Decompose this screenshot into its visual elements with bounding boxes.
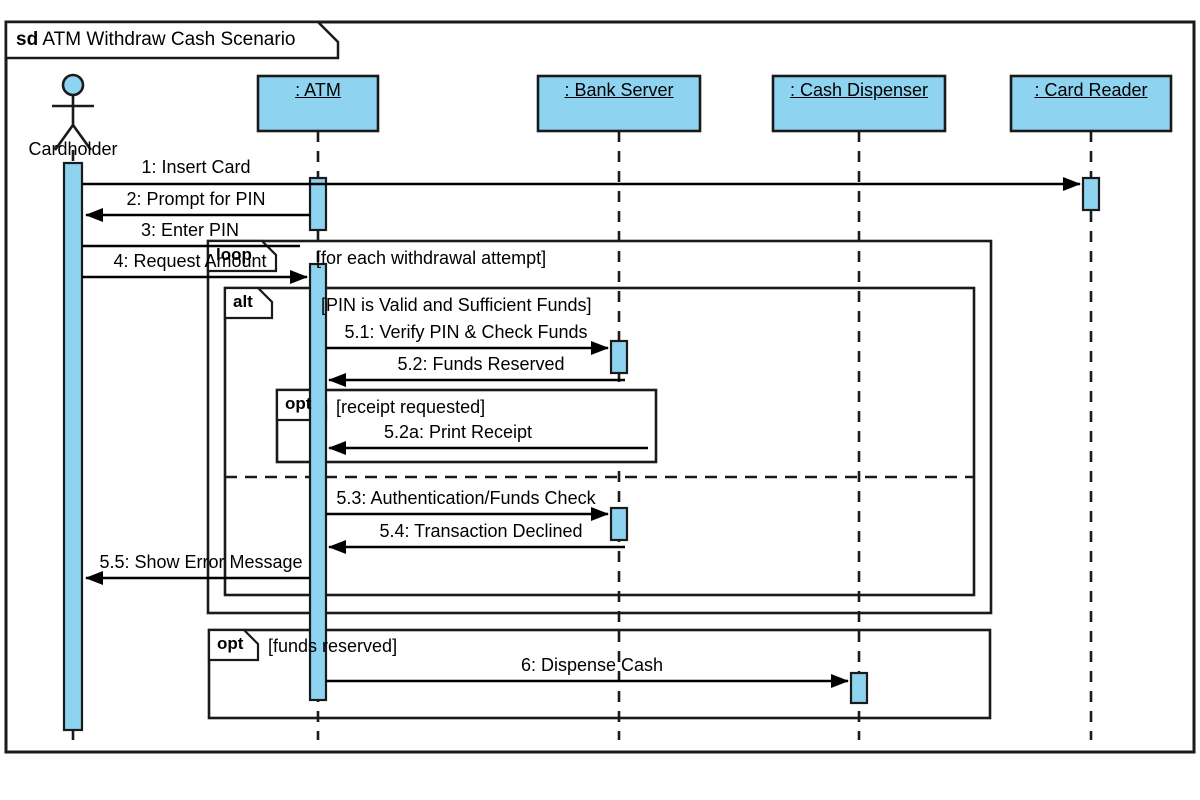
frame-kind-keyword: sd bbox=[16, 29, 39, 50]
lifeline-label-dispenser[interactable]: : Cash Dispenser bbox=[789, 80, 929, 100]
lifeline-label-bank[interactable]: : Bank Server bbox=[564, 80, 674, 100]
message-label-m52a: 5.2a: Print Receipt bbox=[383, 422, 533, 442]
fragment-loop-withdrawal bbox=[206, 239, 993, 615]
message-label-m53: 5.3: Authentication/Funds Check bbox=[336, 488, 596, 508]
message-label-m52: 5.2: Funds Reserved bbox=[397, 354, 565, 374]
fragment-guard-opt-dispense: [funds reserved] bbox=[268, 636, 398, 656]
activation-atm-2 bbox=[308, 262, 328, 702]
fragment-guard-loop: [for each withdrawal attempt] bbox=[316, 248, 547, 268]
fragment-operator-opt-receipt: opt bbox=[285, 394, 312, 413]
fragment-operator-alt: alt bbox=[233, 292, 253, 311]
activation-cardholder bbox=[62, 161, 84, 732]
actor-cardholder-figure bbox=[52, 73, 94, 151]
message-label-m3: 3: Enter PIN bbox=[140, 220, 240, 240]
fragment-operator-opt-dispense: opt bbox=[217, 634, 244, 653]
message-label-m55: 5.5: Show Error Message bbox=[99, 552, 303, 572]
activation-bank-2 bbox=[609, 506, 629, 542]
frame-title-text: ATM Withdraw Cash Scenario bbox=[42, 29, 296, 50]
fragment-guard-opt-receipt: [receipt requested] bbox=[336, 397, 486, 417]
message-label-m1: 1: Insert Card bbox=[141, 157, 251, 177]
frame-title: sd ATM Withdraw Cash Scenario bbox=[16, 30, 295, 49]
activation-dispenser bbox=[849, 671, 869, 705]
fragment-operator-loop: loop bbox=[216, 245, 252, 264]
message-label-m2: 2: Prompt for PIN bbox=[126, 189, 266, 209]
message-arrows bbox=[82, 177, 1081, 688]
activation-bars bbox=[62, 161, 1101, 732]
fragment-alt-pin bbox=[223, 286, 976, 597]
fragment-guard-alt: [PIN is Valid and Sufficient Funds] bbox=[321, 295, 592, 315]
message-label-m54: 5.4: Transaction Declined bbox=[379, 521, 583, 541]
activation-atm-1 bbox=[308, 176, 328, 232]
activation-bank-1 bbox=[609, 339, 629, 375]
lifeline-head-boxes bbox=[256, 74, 1173, 133]
activation-reader bbox=[1081, 176, 1101, 212]
fragment-opt-dispense bbox=[207, 628, 992, 720]
lifeline-label-atm[interactable]: : ATM bbox=[295, 80, 341, 100]
message-label-m51: 5.1: Verify PIN & Check Funds bbox=[344, 322, 588, 342]
diagram-frame bbox=[4, 20, 1196, 754]
message-label-m4: 4: Request Amount bbox=[113, 251, 267, 271]
actor-label-cardholder: Cardholder bbox=[28, 139, 118, 159]
message-label-m6: 6: Dispense Cash bbox=[520, 655, 664, 675]
lifeline-label-reader[interactable]: : Card Reader bbox=[1034, 80, 1148, 100]
